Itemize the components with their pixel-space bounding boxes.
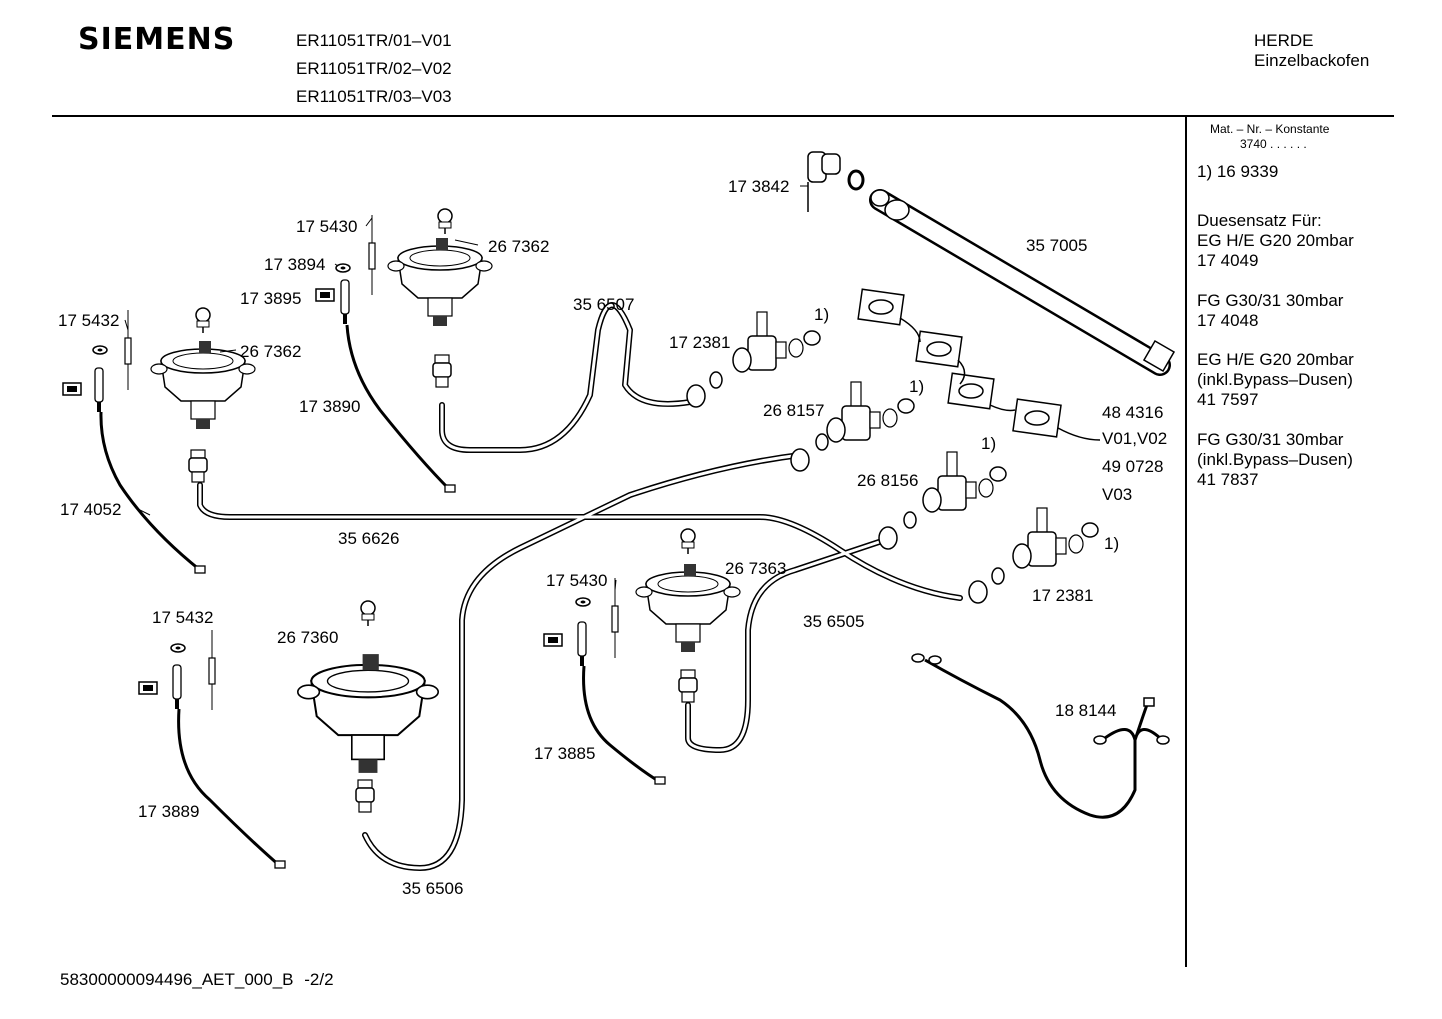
footnote-ref-3: 1) [981,434,996,453]
document-id: 58300000094496_AET_000_B [60,970,294,989]
sidebar-divider [1185,117,1187,967]
part-173889-label: 17 3889 [138,802,199,821]
header-divider [52,115,1394,117]
part-175430-b-label: 17 5430 [546,571,607,590]
footnote-ref-4: 1) [1104,534,1119,553]
nozzle-set-title: Duesensatz Für: [1197,211,1322,230]
category-title: HERDE [1254,31,1314,50]
brand-logo: SIEMENS [78,22,236,57]
part-172381-label: 17 2381 [669,333,730,352]
part-172381-b-label: 17 2381 [1032,586,1093,605]
part-356505-label: 35 6505 [803,612,864,631]
nozzle-1-line1: EG H/E G20 20mbar [1197,231,1354,250]
variant-v03-label: V03 [1102,485,1132,504]
mat-nr-label: Mat. – Nr. – Konstante [1210,122,1330,136]
sensor-plates [857,288,1101,441]
nozzle-2-line1: FG G30/31 30mbar [1197,291,1344,310]
footnote-ref-1: 1) [814,305,829,324]
document-footer: 58300000094496_AET_000_B -2/2 [60,970,334,990]
mat-nr-value: 3740 . . . . . . [1240,137,1307,151]
subcategory-title: Einzelbackofen [1254,51,1370,70]
part-173890-label: 17 3890 [299,397,360,416]
main-gas-tube [847,169,1176,376]
part-357005-label: 35 7005 [1026,236,1087,255]
nozzle-4-line3: 41 7837 [1197,470,1259,489]
part-188144-label: 18 8144 [1055,701,1116,720]
footnote-1: 1) 16 9339 [1197,162,1279,181]
part-175430-label: 17 5430 [296,217,357,236]
part-356507-label: 35 6507 [573,295,634,314]
model-number-1: ER11051TR/01–V01 [296,31,452,50]
part-268157-label: 26 8157 [763,401,824,420]
nozzle-4-line1: FG G30/31 30mbar [1197,430,1344,449]
part-174052-label: 17 4052 [60,500,121,519]
nozzle-2-line2: 17 4048 [1197,311,1259,330]
nozzle-3-line3: 41 7597 [1197,390,1259,409]
nozzle-3-line2: (inkl.Bypass–Dusen) [1197,370,1353,389]
part-267362-b-label: 26 7362 [240,342,301,361]
model-number-2: ER11051TR/02–V02 [296,59,452,78]
nozzle-1-line2: 17 4049 [1197,251,1259,270]
elbow-connector [807,151,841,212]
part-267363-label: 26 7363 [725,559,786,578]
part-175432-label: 17 5432 [58,311,119,330]
exploded-parts-diagram: 17 3842 17 5430 26 7362 17 3894 17 3895 … [58,151,1176,898]
part-173895-label: 17 3895 [240,289,301,308]
nozzle-4-line2: (inkl.Bypass–Dusen) [1197,450,1353,469]
part-173894-label: 17 3894 [264,255,325,274]
nozzle-3-line1: EG H/E G20 20mbar [1197,350,1354,369]
variant-v01-v02-label: V01,V02 [1102,429,1167,448]
part-173885-label: 17 3885 [534,744,595,763]
part-356626-label: 35 6626 [338,529,399,548]
part-267362-label: 26 7362 [488,237,549,256]
wiring-harness [924,658,1162,819]
part-267360-label: 26 7360 [277,628,338,647]
model-number-3: ER11051TR/03–V03 [296,87,452,106]
part-173842-label: 17 3842 [728,177,789,196]
part-268156-label: 26 8156 [857,471,918,490]
part-175432-b-label: 17 5432 [152,608,213,627]
page-indicator: -2/2 [304,970,334,989]
part-484316-label: 48 4316 [1102,403,1163,422]
part-490728-label: 49 0728 [1102,457,1163,476]
footnote-ref-2: 1) [909,377,924,396]
part-356506-label: 35 6506 [402,879,463,898]
